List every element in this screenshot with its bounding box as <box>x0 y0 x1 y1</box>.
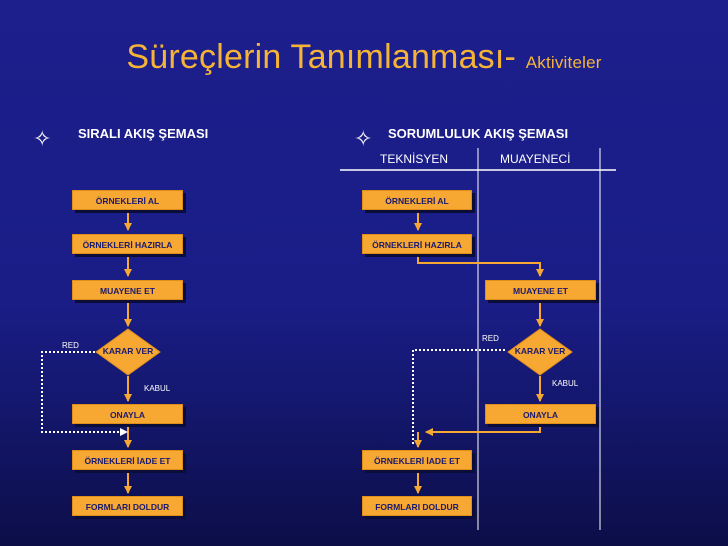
left-step-inspect: MUAYENE ET <box>72 280 183 300</box>
left-step-return-samples: ÖRNEKLERİ İADE ET <box>72 450 183 470</box>
right-arrow-5 <box>425 425 541 436</box>
left-decision-label: KARAR VER <box>102 346 154 356</box>
left-decision-diamond <box>95 328 161 376</box>
left-red-label: RED <box>62 341 79 350</box>
right-step-return-samples: ÖRNEKLERİ İADE ET <box>362 450 472 470</box>
right-heading: SORUMLULUK AKIŞ ŞEMASI <box>388 126 569 141</box>
left-accept-label: KABUL <box>144 384 171 393</box>
left-step-prepare-samples: ÖRNEKLERİ HAZIRLA <box>72 234 183 254</box>
right-decision-label: KARAR VER <box>514 346 566 356</box>
right-arrows <box>414 210 544 494</box>
right-red-label: RED <box>482 334 499 343</box>
right-reject-path <box>412 349 505 445</box>
right-decision-diamond <box>507 328 573 376</box>
lane-inspector: MUAYENECİ <box>500 152 571 166</box>
left-reject-path <box>41 351 120 433</box>
four-point-star-icon: ✧ <box>33 126 52 151</box>
right-step-approve: ONAYLA <box>485 404 596 424</box>
lane-technician: TEKNİSYEN <box>380 152 449 166</box>
right-step-prepare-samples: ÖRNEKLERİ HAZIRLA <box>362 234 472 254</box>
title-sub: Aktiviteler <box>525 53 602 72</box>
right-accept-label: KABUL <box>552 379 579 388</box>
right-reject-line <box>412 349 505 445</box>
left-reject-line <box>41 351 120 433</box>
four-point-star-icon: ✧ <box>354 126 373 151</box>
right-step-get-samples: ÖRNEKLERİ AL <box>362 190 472 210</box>
left-step-approve: ONAYLA <box>72 404 183 424</box>
left-step-get-samples: ÖRNEKLERİ AL <box>72 190 183 210</box>
right-step-fill-forms: FORMLARI DOLDUR <box>362 496 472 516</box>
page-title: Süreçlerin Tanımlanması- Aktiviteler <box>0 38 728 77</box>
left-step-fill-forms: FORMLARI DOLDUR <box>72 496 183 516</box>
right-step-inspect: MUAYENE ET <box>485 280 596 300</box>
left-heading: SIRALI AKIŞ ŞEMASI <box>78 126 209 141</box>
left-reject-arrowhead <box>120 428 128 436</box>
right-arrow-2 <box>417 254 544 277</box>
title-main: Süreçlerin Tanımlanması- <box>126 38 517 76</box>
